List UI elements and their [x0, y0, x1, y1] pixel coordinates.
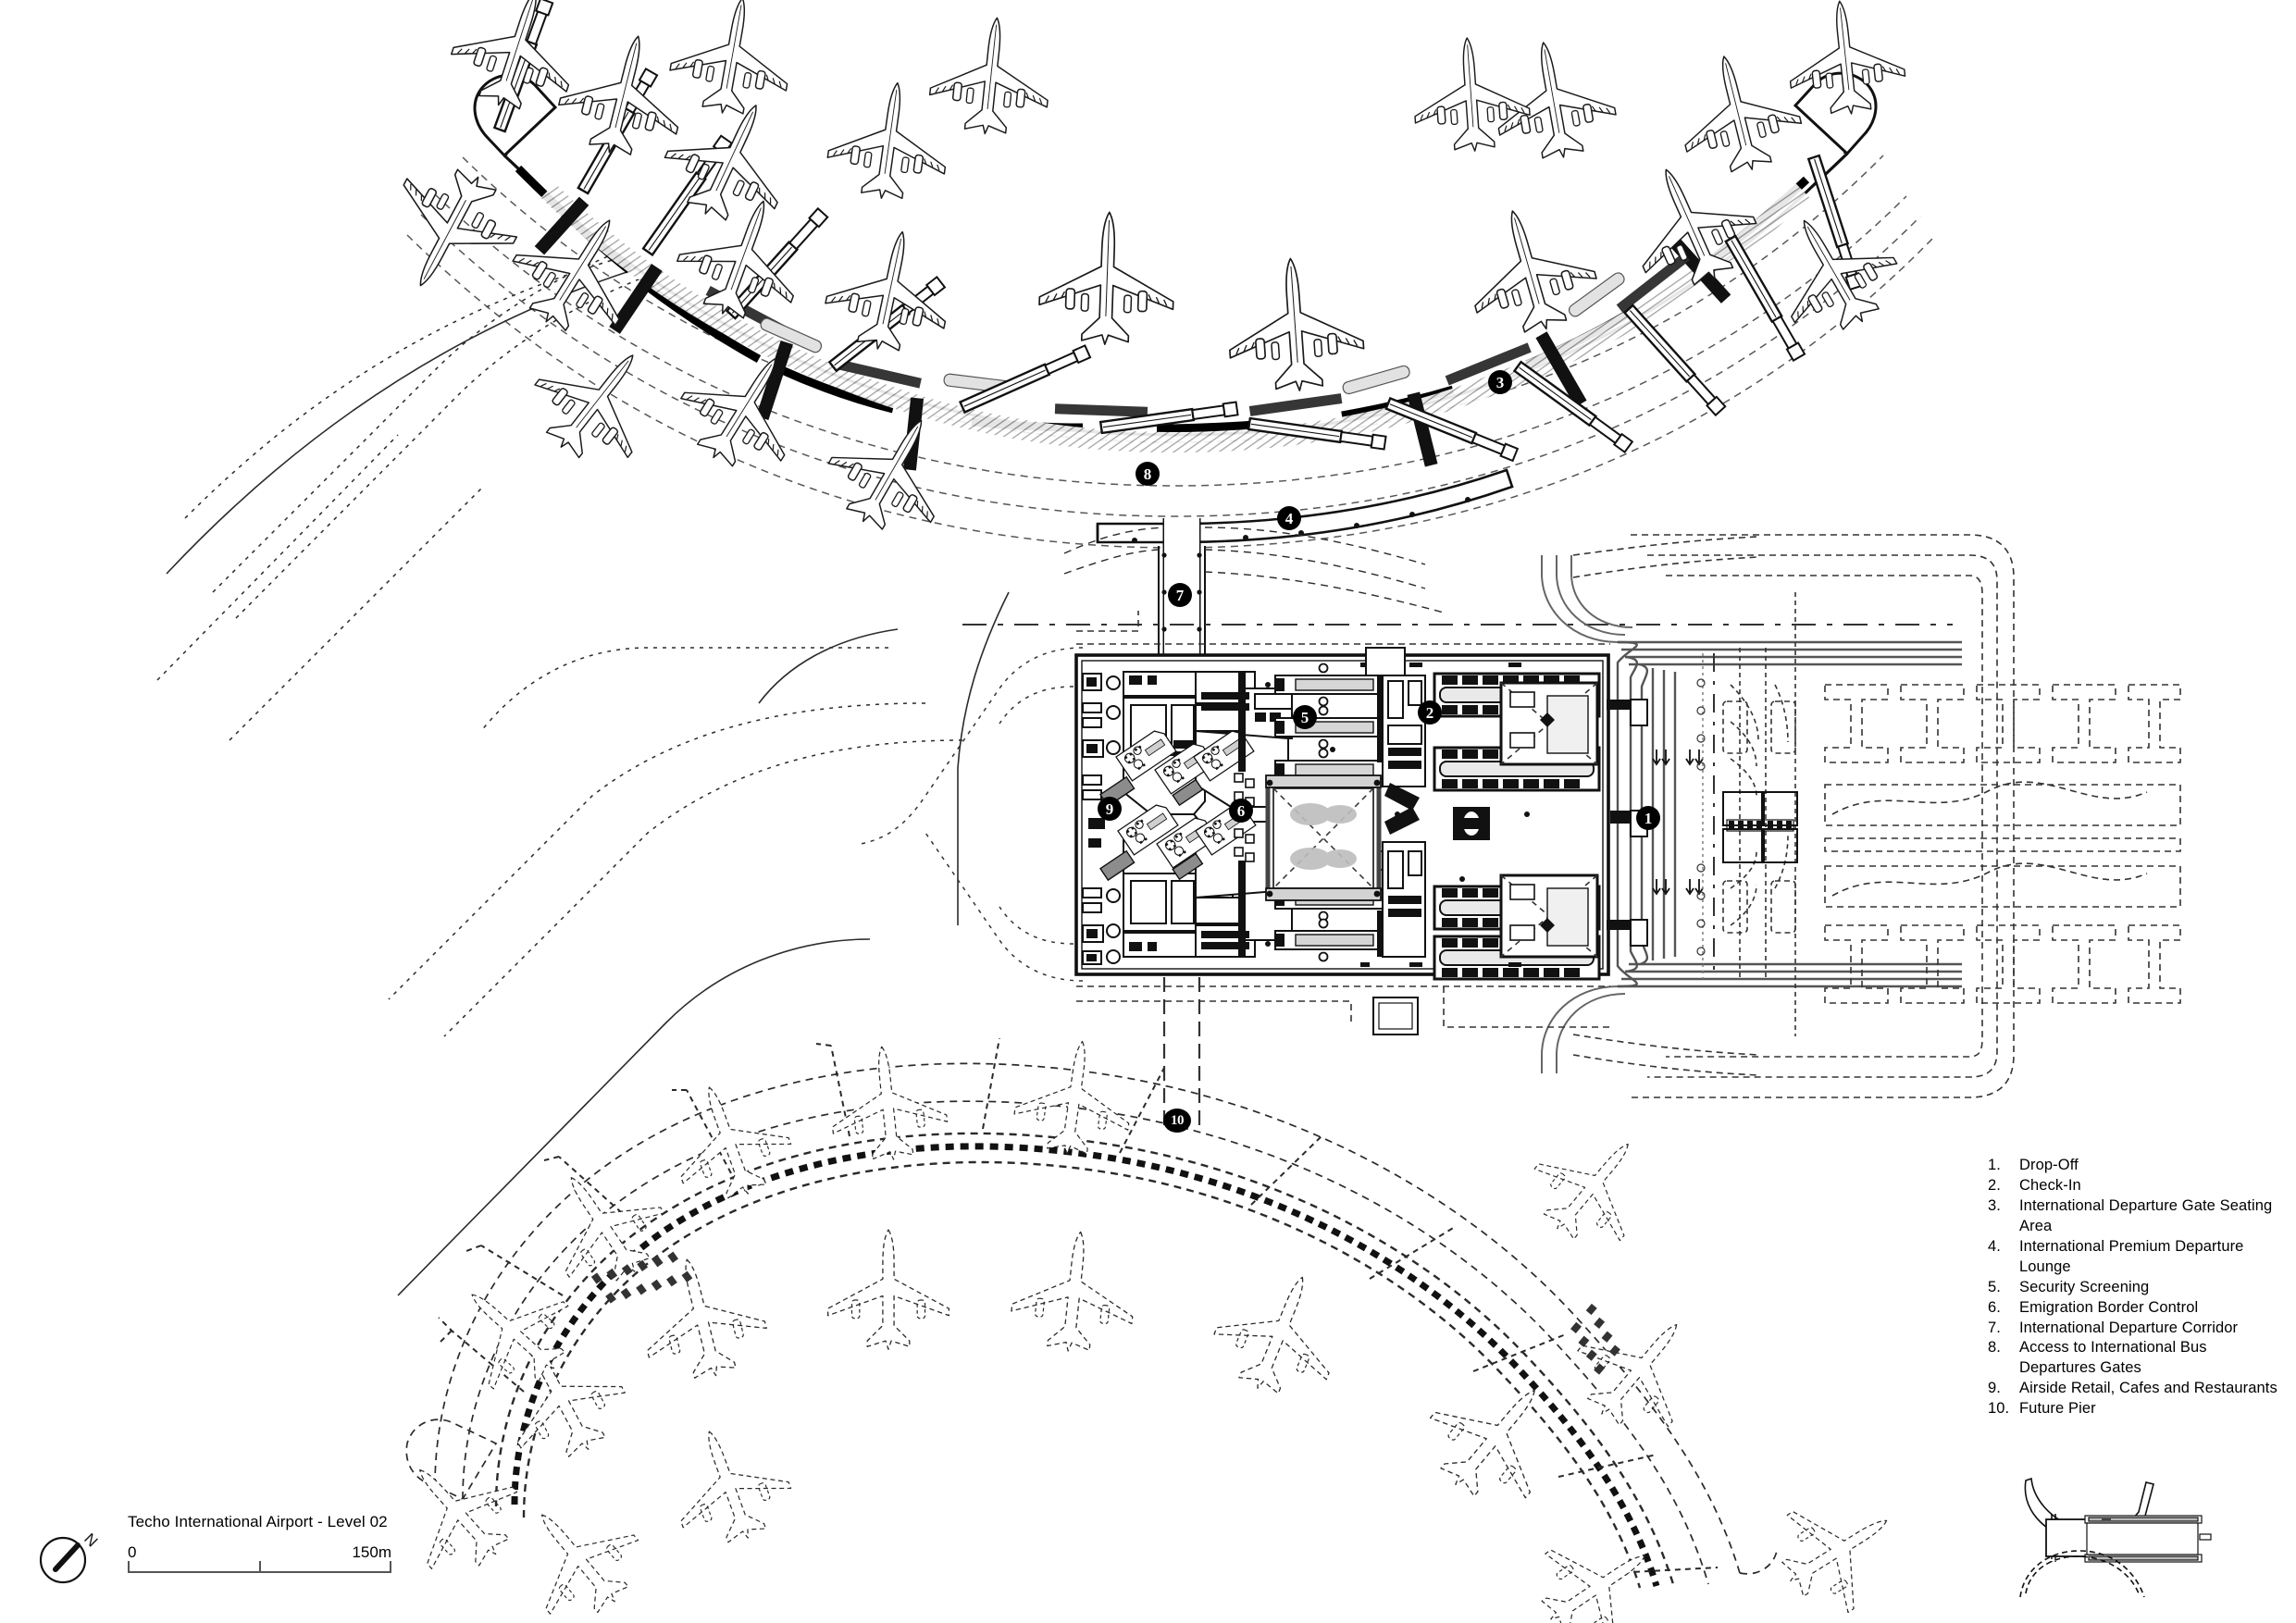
legend-item-label: Check-In [2019, 1176, 2081, 1194]
emigration-barrier-line [1238, 672, 1246, 957]
scale-max-label: 150m [352, 1543, 391, 1561]
plan-marker-2[interactable]: 2 [1418, 700, 1442, 725]
scale-tick-start [128, 1561, 130, 1573]
south-service-pavilions [1365, 647, 1419, 1035]
apron-edge-lines [166, 249, 1010, 1296]
vertical-circulation-cores [1499, 681, 1599, 959]
plan-marker-1[interactable]: 1 [1636, 806, 1660, 830]
legend-item-label: Emigration Border Control [2019, 1298, 2199, 1316]
legend-item-label: Access to International Bus Departures G… [2019, 1339, 2207, 1377]
plan-marker-5[interactable]: 5 [1293, 705, 1317, 729]
plan-marker-8[interactable]: 8 [1136, 462, 1160, 486]
plan-marker-6[interactable]: 6 [1229, 799, 1253, 823]
legend-item: 4. International Premium Departure Lounge [1988, 1237, 2284, 1278]
legend-item-number: 1. [1988, 1157, 2001, 1173]
legend-item-number: 2. [1988, 1176, 2001, 1194]
title-block: Techo International Airport - Level 02 0… [128, 1513, 433, 1580]
legend-item: 7. International Departure Corridor [1988, 1319, 2284, 1339]
legend-item-number: 7. [1988, 1319, 2001, 1336]
page-title: Techo International Airport - Level 02 [128, 1513, 388, 1530]
plan-marker-10[interactable]: 10 [1163, 1109, 1191, 1133]
premium-lounge [1096, 468, 1514, 544]
road-ramps [1541, 555, 1633, 1073]
plan-marker-9[interactable]: 9 [1098, 797, 1122, 821]
key-plan-diagram [2019, 1477, 2212, 1598]
plan-marker-7[interactable]: 7 [1168, 583, 1192, 607]
legend-item-label: Security Screening [2019, 1278, 2150, 1295]
plan-marker-3[interactable]: 3 [1488, 370, 1512, 394]
legend-item: 2. Check-In [1988, 1176, 2284, 1196]
legend-item-number: 8. [1988, 1339, 2001, 1357]
legend-item-number: 3. [1988, 1196, 2001, 1214]
legend-item: 6. Emigration Border Control [1988, 1298, 2284, 1319]
legend-item-label: Future Pier [2019, 1400, 2096, 1418]
scale-tick-end [390, 1561, 391, 1573]
scale-min-label: 0 [128, 1543, 137, 1561]
legend-item-number: 5. [1988, 1278, 2001, 1295]
emigration-gates [1234, 773, 1255, 862]
legend-item-label: Airside Retail, Cafes and Restaurants [2019, 1380, 2277, 1397]
north-arrow-icon: N [39, 1530, 101, 1584]
central-atrium [1265, 774, 1382, 901]
legend-item: 8. Access to International Bus Departures… [1988, 1338, 2284, 1379]
landside-carpark [1572, 534, 2181, 1098]
legend-item: 9. Airside Retail, Cafes and Restaurants [1988, 1379, 2284, 1399]
legend-item-number: 6. [1988, 1298, 2001, 1316]
north-label: N [81, 1530, 101, 1550]
legend-item-label: International Departure Corridor [2019, 1319, 2239, 1336]
central-core [1453, 807, 1490, 840]
plan-marker-4[interactable]: 4 [1277, 506, 1301, 530]
legend-item: 1. Drop-Off [1988, 1156, 2284, 1176]
legend-item-label: Drop-Off [2019, 1157, 2079, 1173]
legend-item: 3. International Departure Gate Seating A… [1988, 1196, 2284, 1237]
legend-item: 5. Security Screening [1988, 1278, 2284, 1298]
legend: 1. Drop-Off 2. Check-In 3. International Depa… [1988, 1156, 2284, 1419]
legend-item-label: International Premium Departure Lounge [2019, 1237, 2244, 1275]
legend-item-label: International Departure Gate Seating Are… [2019, 1196, 2273, 1234]
legend-item-number: 10. [1988, 1400, 2010, 1418]
terminal-building [1074, 653, 1610, 981]
scale-tick-mid [259, 1561, 261, 1573]
legend-item: 10. Future Pier [1988, 1399, 2284, 1419]
legend-item-number: 4. [1988, 1237, 2001, 1255]
legend-item-number: 9. [1988, 1380, 2001, 1397]
scale-bar: 0 150m [128, 1543, 391, 1580]
